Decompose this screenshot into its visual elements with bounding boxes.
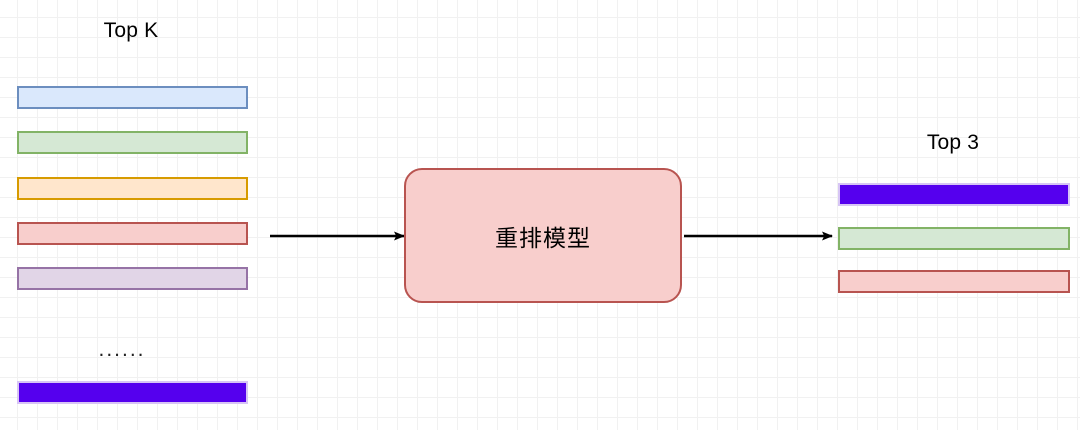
ellipsis-indicator: ...... — [98, 338, 146, 361]
candidate-bar-4[interactable] — [17, 222, 248, 245]
candidate-bar-1[interactable] — [17, 86, 248, 109]
result-bar-2[interactable] — [838, 227, 1070, 250]
candidate-bar-2[interactable] — [17, 131, 248, 154]
candidate-bar-last[interactable] — [17, 381, 248, 404]
candidate-bar-5[interactable] — [17, 267, 248, 290]
result-bar-3[interactable] — [838, 270, 1070, 293]
result-bar-1[interactable] — [838, 183, 1070, 206]
top-3-label: Top 3 — [926, 131, 980, 154]
rerank-model-box[interactable]: 重排模型 — [404, 168, 682, 303]
candidate-bar-3[interactable] — [17, 177, 248, 200]
rerank-model-label: 重排模型 — [495, 225, 591, 252]
top-k-label: Top K — [103, 19, 159, 42]
